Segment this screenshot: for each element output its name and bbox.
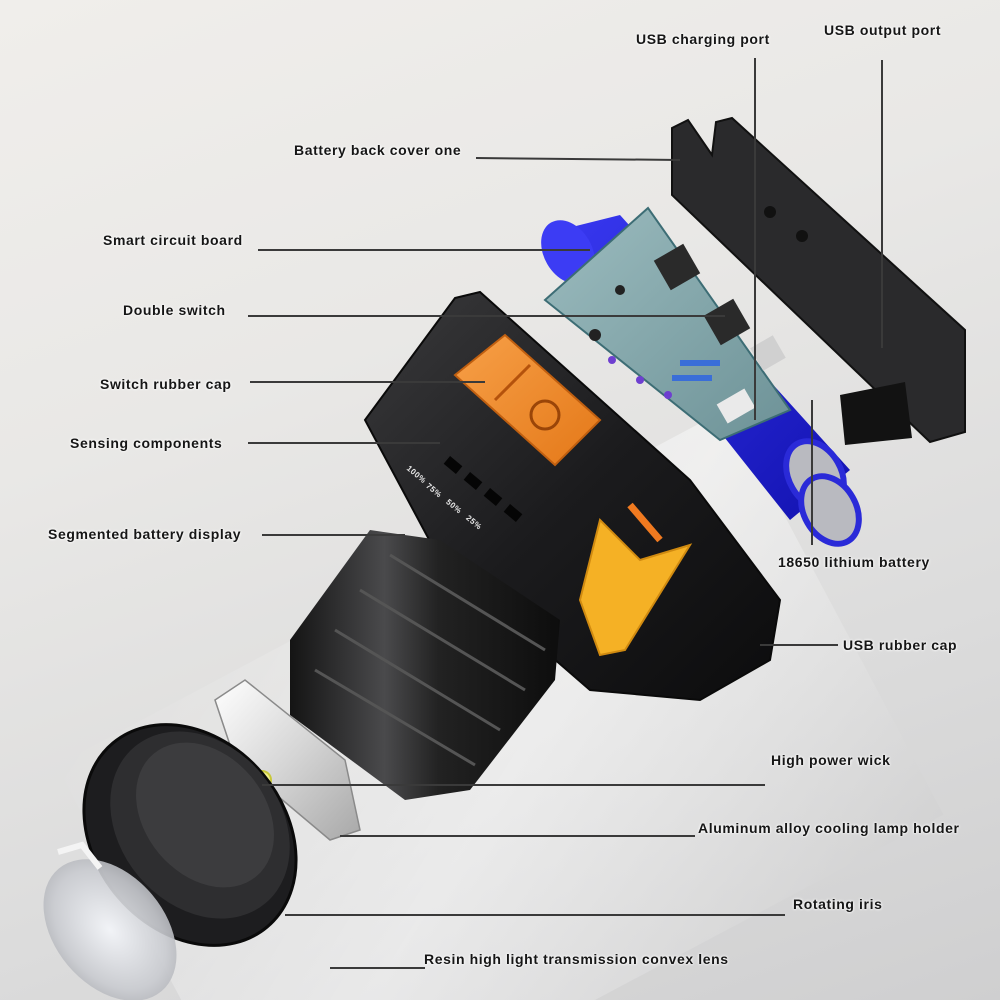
usb-rubber-cap-part: [578, 502, 693, 657]
segmented-battery-display-part: [443, 456, 523, 522]
label-double-switch: Double switch: [123, 302, 226, 318]
label-smart-circuit-board: Smart circuit board: [103, 232, 243, 248]
label-convex-lens: Resin high light transmission convex len…: [424, 951, 729, 967]
label-lithium-battery: 18650 lithium battery: [778, 554, 930, 570]
label-switch-rubber-cap: Switch rubber cap: [100, 376, 232, 392]
leader-lines: [248, 58, 883, 969]
label-usb-output-port: USB output port: [824, 22, 942, 38]
headlamp-housing: [363, 290, 782, 702]
lamp-barrel: [290, 530, 560, 800]
label-rotating-iris: Rotating iris: [793, 896, 883, 912]
label-usb-rubber-cap: USB rubber cap: [843, 637, 958, 653]
convex-lens-part: [43, 841, 177, 1000]
smart-circuit-board-part: [543, 206, 792, 442]
battery-back-cover-part: [671, 116, 966, 445]
label-high-power-wick: High power wick: [771, 752, 891, 768]
switch-rubber-cap-part: [453, 333, 602, 467]
label-cooling-lamp-holder: Aluminum alloy cooling lamp holder: [698, 820, 960, 836]
label-segmented-battery-display: Segmented battery display: [48, 526, 242, 542]
label-battery-back-cover: Battery back cover one: [294, 142, 462, 158]
label-sensing-components: Sensing components: [70, 435, 223, 451]
label-usb-charging-port: USB charging port: [636, 31, 770, 47]
